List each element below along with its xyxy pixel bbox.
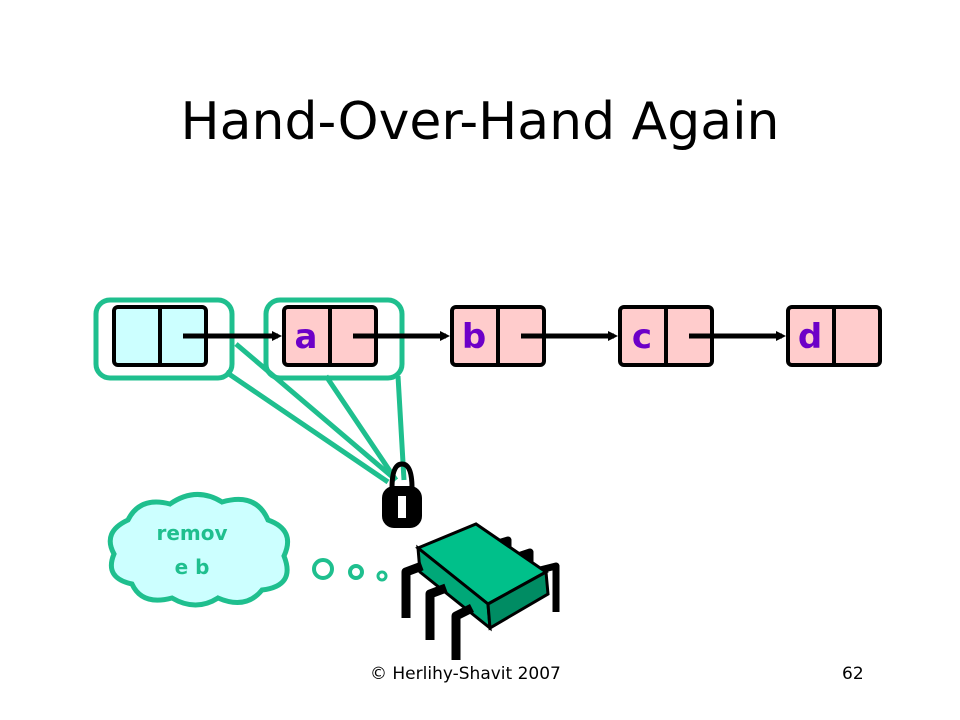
footer-copyright: © Herlihy-Shavit 2007 <box>370 664 561 684</box>
thread-chip-icon <box>401 522 560 660</box>
list-node-d: d <box>786 305 882 367</box>
thought-dot-large <box>312 558 334 580</box>
padlock-icon <box>382 461 422 528</box>
slide-title: Hand-Over-Hand Again <box>180 92 780 152</box>
node-label-a: a <box>295 317 318 357</box>
lock-outline-node-a <box>263 297 405 381</box>
lock-outlines <box>93 297 407 485</box>
node-label-b: b <box>462 317 486 357</box>
list-node-a: a <box>282 305 378 367</box>
thought-dot-small <box>376 570 388 582</box>
thought-line-1: remov <box>156 521 227 545</box>
node-label-d: d <box>798 317 822 357</box>
node-label-c: c <box>632 317 652 357</box>
list-node-c: c <box>618 305 714 367</box>
thought-bubble-icon: remov e b <box>107 492 388 608</box>
slide-number: 62 <box>842 664 864 684</box>
thought-dot-medium <box>348 564 364 580</box>
thought-line-2: e b <box>175 555 210 579</box>
lock-outline-sentinel <box>93 297 235 381</box>
lock-line-sentinel <box>224 342 398 485</box>
